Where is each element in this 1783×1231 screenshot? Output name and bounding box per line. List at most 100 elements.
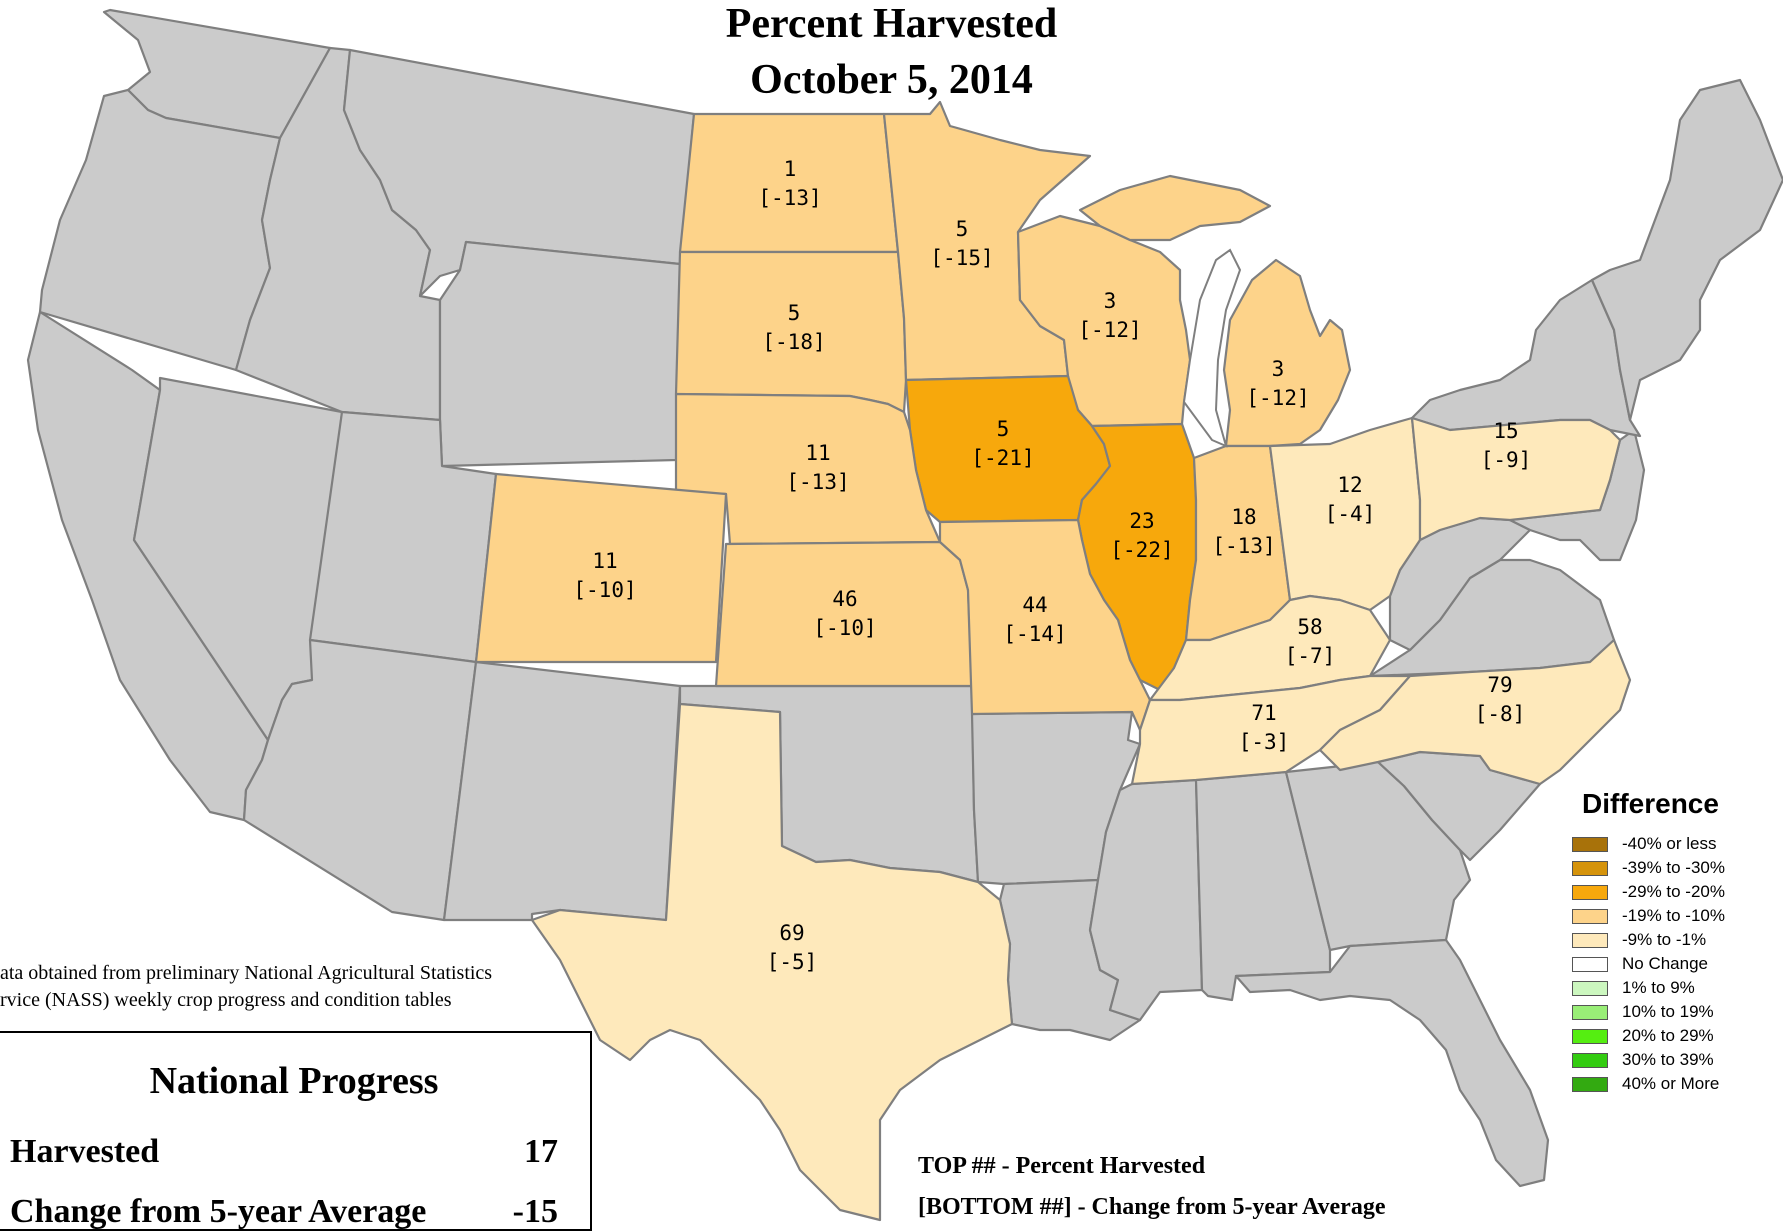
state-change-label: [-21]	[971, 446, 1034, 470]
legend-swatch	[1572, 980, 1608, 996]
source-note: ata obtained from preliminary National A…	[0, 960, 600, 1014]
np-value-change: -15	[512, 1193, 558, 1230]
state-change-label: [-13]	[786, 470, 849, 494]
np-value-harvested: 17	[524, 1133, 558, 1170]
legend-label: 1% to 9%	[1622, 978, 1695, 997]
state-percent-label: 46	[832, 587, 857, 611]
state-michigan	[1078, 174, 1352, 448]
state-change-label: [-10]	[573, 578, 636, 602]
legend-item: 10% to 19%	[1572, 1000, 1783, 1024]
lake-michigan	[1182, 248, 1242, 448]
legend-swatch	[1572, 884, 1608, 900]
state-pennsylvania	[1410, 416, 1622, 542]
state-percent-label: 12	[1337, 473, 1362, 497]
state-change-label: [-13]	[1212, 534, 1275, 558]
legend-items: -40% or less -39% to -30% -29% to -20% -19%…	[1572, 832, 1783, 1096]
legend-item: -39% to -30%	[1572, 856, 1783, 880]
state-percent-label: 5	[956, 217, 969, 241]
state-change-label: [-3]	[1239, 730, 1290, 754]
legend-swatch	[1572, 1076, 1608, 1092]
state-percent-label: 3	[1272, 357, 1285, 381]
np-label-change: Change from 5-year Average	[10, 1193, 427, 1230]
legend-label: -39% to -30%	[1622, 858, 1725, 877]
state-labels: 1 [-13] 5 [-15] 5 [-18] 3 [-12] 3 [-12] 5 [-21] 11 [-…	[573, 157, 1531, 974]
state-new-mexico	[442, 660, 682, 922]
state-change-label: [-8]	[1475, 702, 1526, 726]
state-change-label: [-12]	[1078, 318, 1141, 342]
state-percent-label: 23	[1129, 509, 1154, 533]
source-line-2: rvice (NASS) weekly crop progress and co…	[0, 989, 452, 1011]
legend-item: -9% to -1%	[1572, 928, 1783, 952]
np-label-harvested: Harvested	[10, 1133, 160, 1170]
national-progress-box: National Progress Harvested 17 Change fr…	[0, 1031, 592, 1231]
legend-swatch	[1572, 908, 1608, 924]
state-percent-label: 5	[788, 301, 801, 325]
legend-label: 40% or More	[1622, 1074, 1720, 1093]
legend-swatch	[1572, 932, 1608, 948]
state-percent-label: 15	[1493, 419, 1518, 443]
state-percent-label: 5	[997, 417, 1010, 441]
state-percent-label: 44	[1022, 593, 1047, 617]
state-north-dakota	[678, 112, 900, 254]
state-change-label: [-22]	[1110, 538, 1173, 562]
state-change-label: [-14]	[1003, 622, 1066, 646]
legend-label: No Change	[1622, 954, 1709, 973]
legend-label: -29% to -20%	[1622, 882, 1725, 901]
state-florida	[1234, 938, 1550, 1188]
map-title: Percent Harvested	[725, 1, 1058, 47]
state-change-label: [-10]	[813, 616, 876, 640]
state-colorado	[474, 472, 728, 664]
legend-swatch	[1572, 1028, 1608, 1044]
state-new-england	[1590, 78, 1783, 422]
state-change-label: [-4]	[1325, 502, 1376, 526]
state-percent-label: 11	[805, 441, 830, 465]
state-percent-label: 69	[779, 921, 804, 945]
legend-item: 30% to 39%	[1572, 1048, 1783, 1072]
state-percent-label: 58	[1297, 615, 1322, 639]
legend-item: No Change	[1572, 952, 1783, 976]
state-change-label: [-18]	[762, 330, 825, 354]
non-reported-states	[26, 8, 1783, 1188]
footnote-bottom: [BOTTOM ##] - Change from 5-year Average	[918, 1194, 1386, 1220]
state-change-label: [-9]	[1481, 448, 1532, 472]
state-change-label: [-7]	[1285, 644, 1336, 668]
state-percent-label: 71	[1251, 701, 1276, 725]
state-percent-label: 11	[592, 549, 617, 573]
state-texas	[530, 702, 1014, 1222]
legend-swatch	[1572, 1052, 1608, 1068]
state-percent-label: 3	[1104, 289, 1117, 313]
state-missouri	[938, 518, 1152, 732]
state-change-label: [-15]	[930, 246, 993, 270]
map-date: October 5, 2014	[750, 57, 1033, 103]
legend-item: 20% to 29%	[1572, 1024, 1783, 1048]
legend-label: -19% to -10%	[1622, 906, 1725, 925]
state-oregon	[38, 88, 282, 372]
legend-swatch	[1572, 956, 1608, 972]
legend-label: -40% or less	[1622, 834, 1717, 853]
state-percent-label: 79	[1487, 673, 1512, 697]
state-change-label: [-5]	[767, 950, 818, 974]
legend-swatch	[1572, 860, 1608, 876]
legend-label: 10% to 19%	[1622, 1002, 1714, 1021]
legend-item: 1% to 9%	[1572, 976, 1783, 1000]
reported-states	[474, 100, 1632, 1222]
legend-label: -9% to -1%	[1622, 930, 1707, 949]
state-kansas	[714, 540, 974, 688]
legend-label: 20% to 29%	[1622, 1026, 1714, 1045]
legend-swatch	[1572, 1004, 1608, 1020]
legend-item: -40% or less	[1572, 832, 1783, 856]
state-north-carolina	[1318, 638, 1632, 786]
state-percent-label: 1	[784, 157, 797, 181]
legend-swatch	[1572, 836, 1608, 852]
legend-item: -19% to -10%	[1572, 904, 1783, 928]
legend-item: 40% or More	[1572, 1072, 1783, 1096]
legend-label: 30% to 39%	[1622, 1050, 1714, 1069]
legend: Difference -40% or less -39% to -30% -29% …	[1572, 788, 1783, 1096]
source-line-1: ata obtained from preliminary National A…	[0, 962, 493, 984]
state-change-label: [-12]	[1246, 386, 1309, 410]
state-wyoming	[438, 240, 682, 468]
legend-title: Difference	[1582, 788, 1719, 819]
state-change-label: [-13]	[758, 186, 821, 210]
